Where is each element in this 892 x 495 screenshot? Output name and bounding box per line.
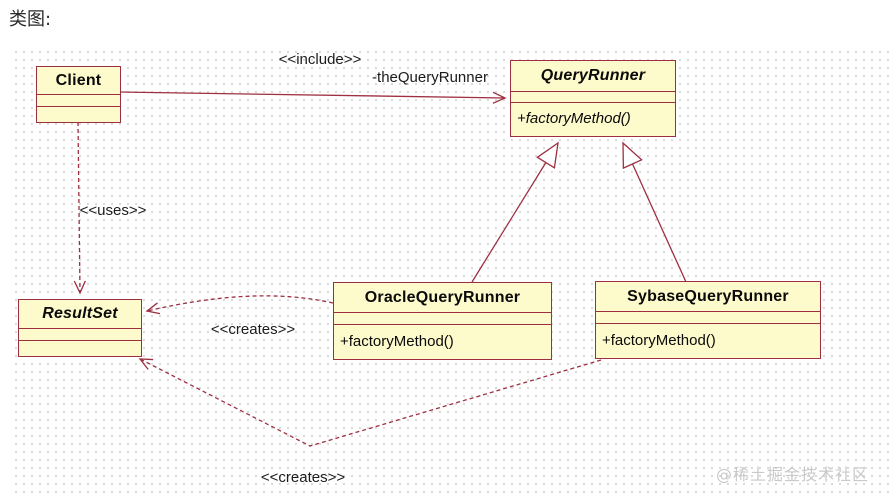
attributes-compartment xyxy=(511,92,675,103)
attributes-compartment xyxy=(596,312,820,324)
method-label: +factoryMethod() xyxy=(340,332,454,350)
juejin-watermark: @稀土掘金技术社区 xyxy=(716,465,870,484)
class-box-client: Client xyxy=(36,66,121,123)
class-name: SybaseQueryRunner xyxy=(596,282,820,312)
operations-compartment: +factoryMethod() xyxy=(511,103,675,134)
page-title: 类图: xyxy=(9,9,52,30)
attributes-compartment xyxy=(19,329,141,341)
class-box-resultset: ResultSet xyxy=(18,299,142,357)
diagram-grid-background xyxy=(10,46,890,493)
class-name: ResultSet xyxy=(19,300,141,329)
attributes-compartment xyxy=(334,313,551,325)
operations-compartment: +factoryMethod() xyxy=(334,325,551,357)
class-name: QueryRunner xyxy=(511,61,675,92)
method-label: +factoryMethod() xyxy=(602,331,716,349)
operations-compartment: +factoryMethod() xyxy=(596,324,820,356)
creates-oracle-stereotype-label: <<creates>> xyxy=(210,321,296,338)
method-label: +factoryMethod() xyxy=(517,110,631,127)
creates-sybase-stereotype-label: <<creates>> xyxy=(260,469,346,486)
role-name-label: -theQueryRunner xyxy=(372,69,488,86)
class-box-queryrunner: QueryRunner +factoryMethod() xyxy=(510,60,676,137)
uses-stereotype-label: <<uses>> xyxy=(79,202,147,219)
class-box-sybasequeryrunner: SybaseQueryRunner +factoryMethod() xyxy=(595,281,821,359)
attributes-compartment xyxy=(37,95,120,107)
class-box-oraclequeryrunner: OracleQueryRunner +factoryMethod() xyxy=(333,282,552,360)
include-stereotype-label: <<include>> xyxy=(278,51,362,68)
class-name: OracleQueryRunner xyxy=(334,283,551,313)
class-name: Client xyxy=(37,67,120,95)
